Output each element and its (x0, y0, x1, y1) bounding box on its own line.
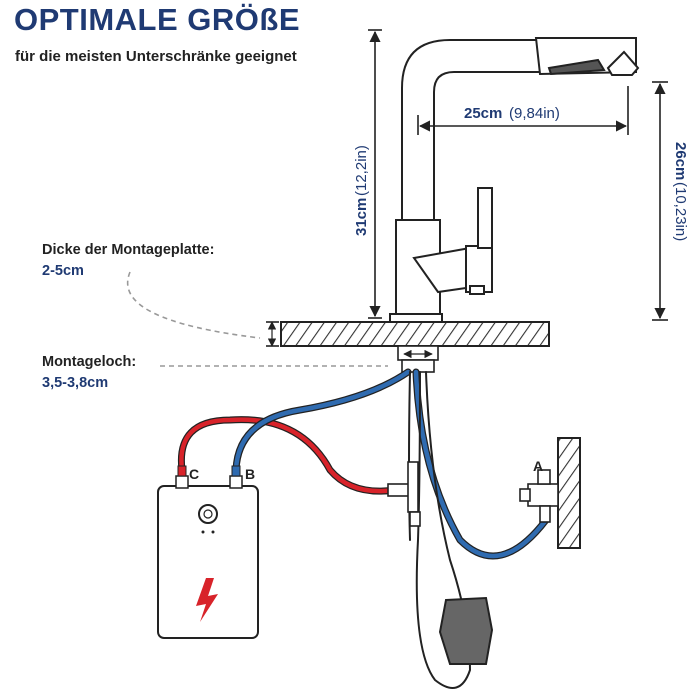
mounting-nut (397, 345, 439, 373)
plate-thickness-value: 2-5cm (42, 263, 84, 279)
mounting-hole-label: Montageloch: (42, 354, 137, 370)
connection-label-a: A (533, 458, 543, 474)
countertop (280, 321, 550, 347)
reach-value: 25cm (464, 105, 502, 122)
dimension-lines (126, 29, 668, 367)
plate-thickness-label: Dicke der Montageplatte: (42, 242, 215, 258)
wall (557, 437, 581, 549)
hose-counterweight (438, 596, 494, 665)
faucet (389, 37, 640, 323)
hose-connector (387, 461, 421, 527)
total-height-value: 31cm (353, 198, 370, 236)
lightning-bolt-icon (196, 578, 218, 622)
spout-height-value: 26cm (672, 142, 689, 180)
page-title: OPTIMALE GRÖßE (14, 2, 300, 37)
page-subtitle: für die meisten Unterschränke geeignet (15, 48, 297, 65)
mounting-hole-value: 3,5-3,8cm (42, 375, 109, 391)
connection-label-b: B (245, 466, 255, 482)
connection-label-c: C (189, 466, 199, 482)
water-heater (157, 465, 259, 639)
angle-valve (519, 469, 559, 523)
reach-alt: (9,84in) (509, 105, 560, 122)
total-height-alt: (12,2in) (353, 145, 370, 196)
spout-height-alt: (10,23in) (672, 182, 689, 241)
